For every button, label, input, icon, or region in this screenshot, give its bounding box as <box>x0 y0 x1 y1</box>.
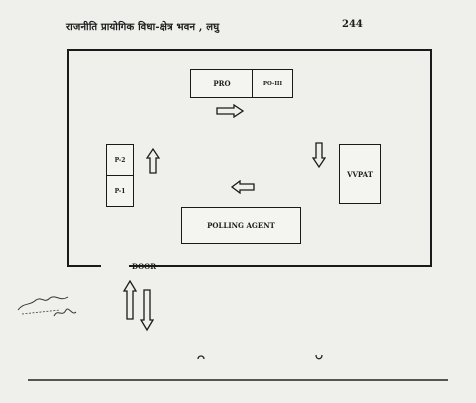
vvpat-box: VVPAT <box>339 144 381 204</box>
polling-agent-box: POLLING AGENT <box>181 207 301 244</box>
polling-hall-outline <box>67 49 432 267</box>
entry-arrow-up-icon <box>123 279 137 320</box>
arrow-down-icon <box>312 142 326 169</box>
door-label: DOOR <box>132 262 157 271</box>
p1-box: P-1 <box>106 175 134 207</box>
pro-box: PRO <box>190 69 254 98</box>
p2-box: P-2 <box>106 144 134 176</box>
hole-mark-icon <box>315 354 323 360</box>
bottom-rule <box>28 379 448 381</box>
arrow-up-icon <box>146 147 160 174</box>
arrow-right-icon <box>216 104 245 118</box>
page-header-title: राजनीति प्रायोगिक विधा-क्षेत्र भवन , लघु <box>66 22 220 33</box>
signature-icon <box>17 296 77 317</box>
page-number: 244 <box>342 19 363 30</box>
exit-arrow-down-icon <box>140 289 154 332</box>
arrow-left-icon <box>230 180 255 194</box>
hole-mark-icon <box>197 355 205 360</box>
po3-box: PO-III <box>252 69 293 98</box>
door-gap <box>101 264 129 270</box>
